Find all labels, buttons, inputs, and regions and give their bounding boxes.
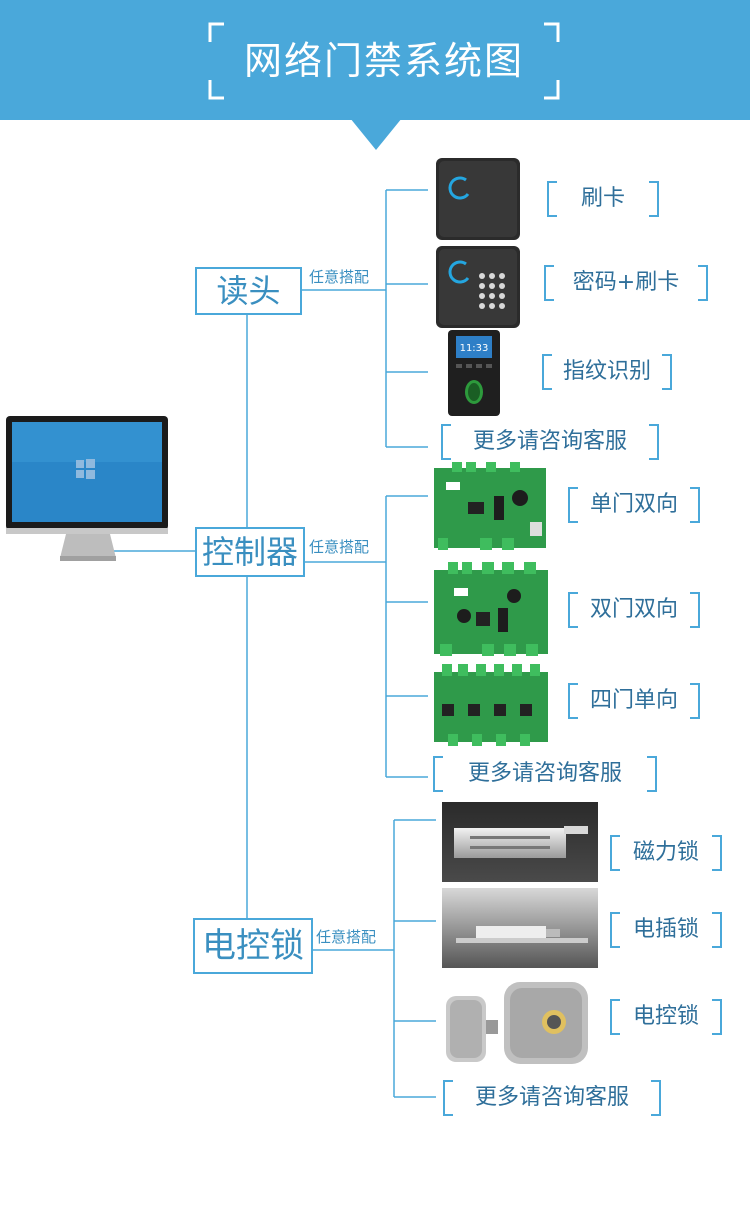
category-reader: 读头 [195, 267, 302, 315]
option-card: 刷卡 [547, 181, 659, 217]
device-clock: 11:33 [460, 343, 489, 354]
option-single-door-two-way: 单门双向 [568, 487, 700, 523]
keypad-reader-image [436, 246, 520, 328]
header-notch [350, 118, 402, 150]
magnetic-lock-image [442, 802, 598, 882]
option-magnetic-lock: 磁力锁 [610, 835, 722, 871]
title-frame: 网络门禁系统图 [208, 22, 560, 100]
option-double-door-two-way: 双门双向 [568, 592, 700, 628]
annotation-controller: 任意搭配 [309, 538, 370, 556]
category-controller: 控制器 [195, 527, 305, 577]
option-fingerprint: 指纹识别 [542, 354, 672, 390]
controller-board-3-image [432, 664, 550, 746]
option-electric-control-lock: 电控锁 [610, 999, 722, 1035]
monitor-image [6, 416, 170, 564]
option-password-card: 密码+刷卡 [544, 265, 708, 301]
option-bolt-lock: 电插锁 [610, 912, 722, 948]
title-brackets [208, 22, 560, 100]
option-lock-more: 更多请咨询客服 [443, 1080, 661, 1116]
annotation-lock: 任意搭配 [316, 928, 377, 946]
header-banner [0, 0, 750, 120]
fingerprint-reader-image: 11:33 [446, 330, 502, 416]
controller-board-2-image [432, 562, 550, 658]
option-four-door-one-way: 四门单向 [568, 683, 700, 719]
option-reader-more: 更多请咨询客服 [441, 424, 659, 460]
card-reader-image [436, 158, 520, 240]
electric-control-lock-image [442, 976, 592, 1068]
option-controller-more: 更多请咨询客服 [433, 756, 657, 792]
annotation-reader: 任意搭配 [309, 268, 370, 286]
category-lock: 电控锁 [193, 918, 313, 974]
windows-logo-icon [76, 459, 95, 479]
page-title: 网络门禁系统图 [243, 39, 524, 83]
controller-board-1-image [432, 462, 548, 552]
bolt-lock-image [442, 888, 598, 968]
